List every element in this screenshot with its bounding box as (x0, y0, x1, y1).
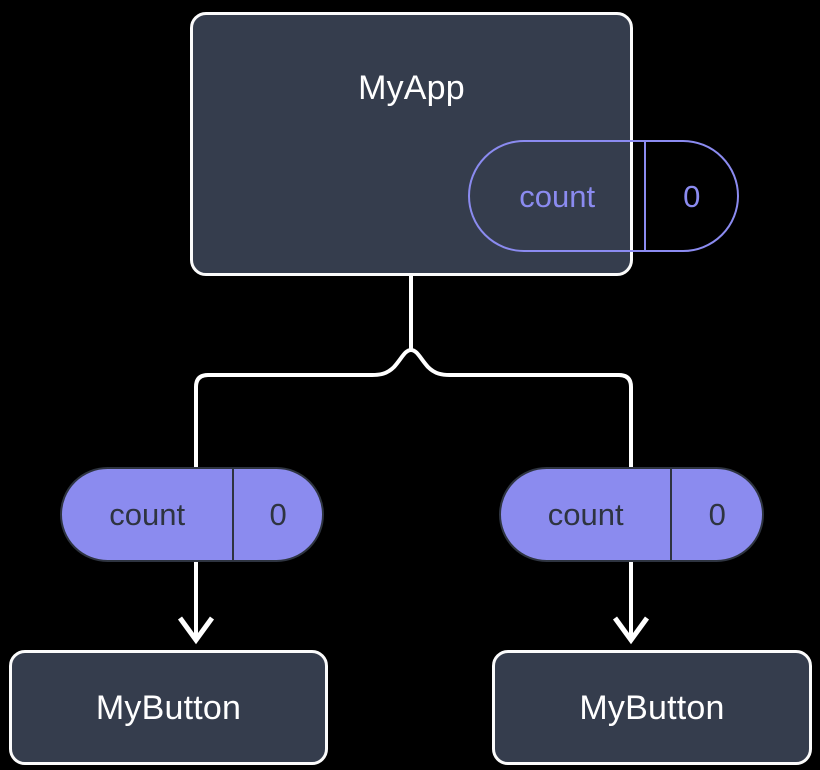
edge-branch-right (410, 348, 633, 470)
prop-pill-right-count[interactable]: count 0 (499, 467, 764, 562)
node-mybutton-right-title: MyButton (579, 688, 725, 727)
prop-pill-left-key: count (109, 497, 186, 532)
state-pill-key: count (519, 178, 596, 214)
prop-pill-left-count[interactable]: count 0 (60, 467, 324, 562)
node-mybutton-left[interactable]: MyButton (9, 650, 328, 765)
arrow-head-left-icon (177, 616, 215, 645)
edge-branch-left (194, 348, 412, 470)
state-pill-myapp-count[interactable]: count 0 (468, 140, 739, 252)
prop-pill-left-value: 0 (232, 469, 322, 560)
state-pill-value: 0 (644, 142, 737, 250)
node-mybutton-left-title: MyButton (95, 688, 242, 727)
prop-pill-right-value: 0 (670, 469, 762, 560)
prop-pill-right-key: count (547, 497, 624, 532)
node-myapp[interactable]: MyApp count 0 (190, 12, 739, 276)
arrow-head-right-icon (612, 616, 650, 645)
node-mybutton-right[interactable]: MyButton (492, 650, 812, 765)
node-myapp-title: MyApp (358, 69, 465, 107)
